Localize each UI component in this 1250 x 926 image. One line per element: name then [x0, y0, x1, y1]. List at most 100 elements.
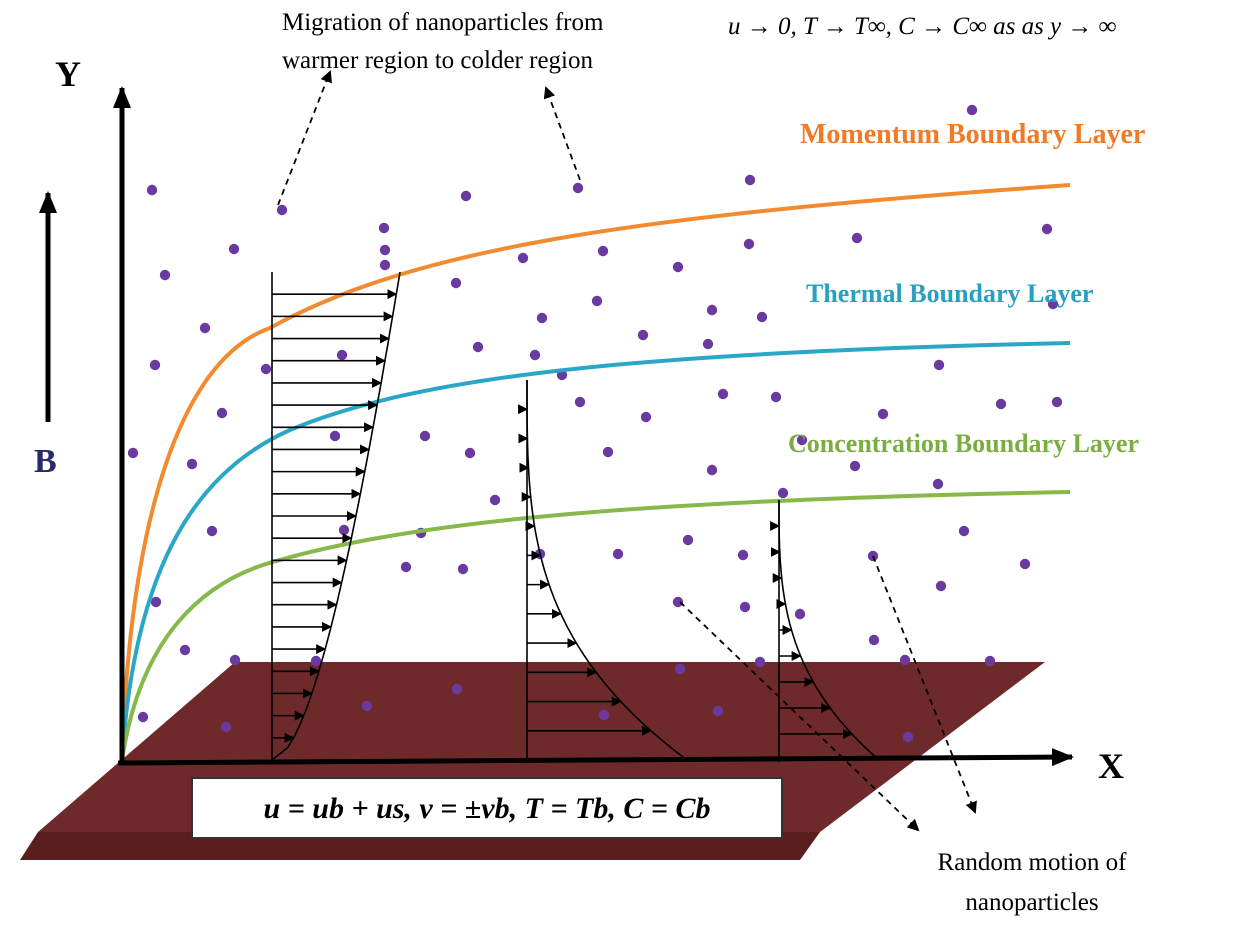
- particle: [640, 411, 652, 423]
- particle: [794, 608, 806, 620]
- particle: [199, 322, 211, 334]
- migration-label-line1: Migration of nanoparticles from: [282, 9, 604, 36]
- particle: [489, 494, 501, 506]
- migration-label-line2: warmer region to colder region: [282, 47, 593, 74]
- particle: [378, 222, 390, 234]
- thermal-layer-label: Thermal Boundary Layer: [806, 279, 1093, 308]
- particle: [457, 563, 469, 575]
- magnetic-field-label: B: [34, 443, 57, 480]
- velocity-profile: [271, 271, 401, 762]
- particle: [706, 464, 718, 476]
- particle: [672, 261, 684, 273]
- particle: [574, 396, 586, 408]
- y-axis-label: Y: [55, 54, 81, 94]
- velocity-profile: [518, 380, 688, 762]
- particle: [206, 525, 218, 537]
- particle: [379, 244, 391, 256]
- particle: [591, 295, 603, 307]
- particle: [902, 731, 914, 743]
- particle: [260, 363, 272, 375]
- particle: [464, 447, 476, 459]
- particle: [1051, 396, 1063, 408]
- particle: [737, 549, 749, 561]
- nanoparticles: [127, 104, 1063, 743]
- particle: [276, 204, 288, 216]
- particle: [770, 391, 782, 403]
- particle: [754, 656, 766, 668]
- particle: [849, 460, 861, 472]
- particle: [216, 407, 228, 419]
- particle: [598, 709, 610, 721]
- particle: [450, 277, 462, 289]
- momentum-layer-label: Momentum Boundary Layer: [800, 119, 1145, 150]
- random-motion-label-line1: Random motion of: [938, 849, 1128, 876]
- particle: [868, 634, 880, 646]
- concentration-layer-label: Concentration Boundary Layer: [788, 429, 1139, 458]
- particle: [958, 525, 970, 537]
- particle: [310, 655, 322, 667]
- particle: [717, 388, 729, 400]
- particle: [777, 487, 789, 499]
- particle: [1019, 558, 1031, 570]
- particle: [712, 705, 724, 717]
- particle: [472, 341, 484, 353]
- particle: [796, 434, 808, 446]
- velocity-profiles: [271, 271, 880, 762]
- wall-condition-text: u = ub + us, v = ±vb, T = Tb, C = Cb: [264, 792, 711, 825]
- random-motion-arrow-right: [872, 555, 977, 814]
- concentration-boundary-curve: [120, 490, 1071, 761]
- particle: [877, 408, 889, 420]
- particle: [529, 349, 541, 361]
- particle: [146, 184, 158, 196]
- particle: [179, 644, 191, 656]
- particle: [329, 430, 341, 442]
- particle: [995, 398, 1007, 410]
- x-axis: [117, 748, 1074, 767]
- particle: [602, 446, 614, 458]
- particle: [451, 683, 463, 695]
- particle: [336, 349, 348, 361]
- particle: [612, 548, 624, 560]
- particle: [400, 561, 412, 573]
- particle: [756, 311, 768, 323]
- particle: [743, 238, 755, 250]
- particle: [159, 269, 171, 281]
- particle: [220, 721, 232, 733]
- particle: [851, 232, 863, 244]
- particle: [672, 596, 684, 608]
- particle: [674, 663, 686, 675]
- particle: [536, 312, 548, 324]
- migration-arrow-left: [277, 70, 332, 206]
- particle: [899, 654, 911, 666]
- particle: [932, 478, 944, 490]
- particle: [933, 359, 945, 371]
- particle: [597, 245, 609, 257]
- particle: [1041, 223, 1053, 235]
- velocity-profile: [770, 500, 880, 762]
- particle: [637, 329, 649, 341]
- particle: [150, 596, 162, 608]
- particle: [361, 700, 373, 712]
- particle: [186, 458, 198, 470]
- particle: [1047, 298, 1059, 310]
- particle: [338, 524, 350, 536]
- particle: [379, 259, 391, 271]
- particle: [935, 580, 947, 592]
- particle: [966, 104, 978, 116]
- particle: [744, 174, 756, 186]
- particle: [984, 655, 996, 667]
- particle: [229, 654, 241, 666]
- x-axis-label: X: [1098, 746, 1124, 786]
- particle: [682, 534, 694, 546]
- particle: [149, 359, 161, 371]
- particle: [137, 711, 149, 723]
- far-field-condition: u → 0, T → T∞, C → C∞ as as y → ∞: [728, 13, 1117, 40]
- wall-condition-box: [191, 777, 783, 839]
- particle: [517, 252, 529, 264]
- thermal-boundary-curve: [120, 341, 1071, 761]
- particle: [706, 304, 718, 316]
- particle: [228, 243, 240, 255]
- particle: [572, 182, 584, 194]
- particle: [419, 430, 431, 442]
